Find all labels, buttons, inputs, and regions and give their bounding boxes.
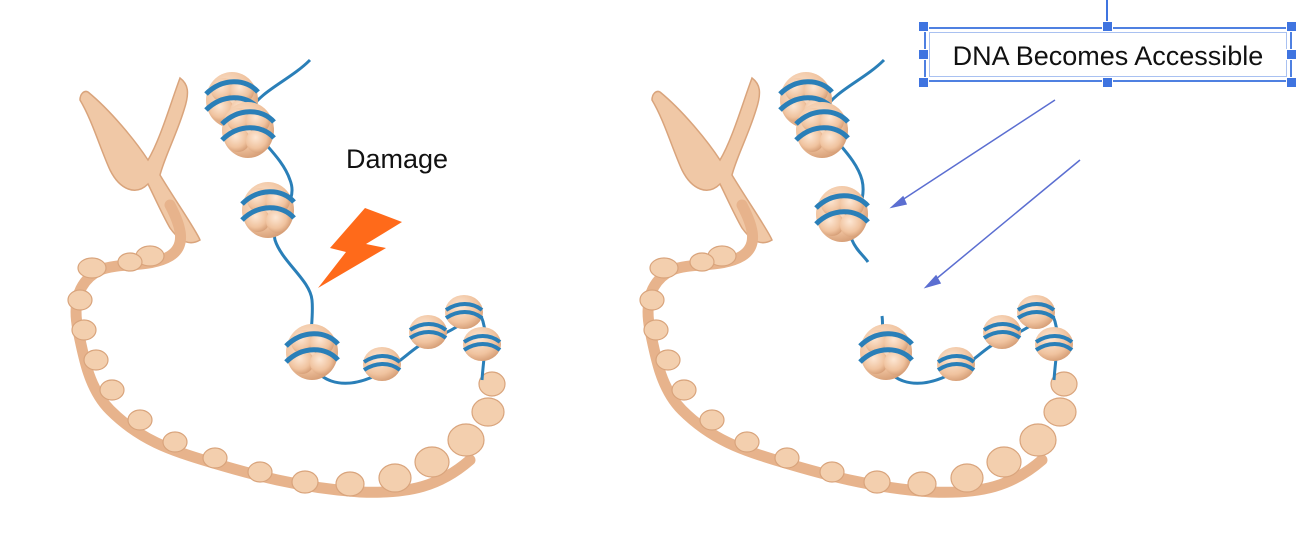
nucleosome	[286, 324, 338, 380]
resize-handle-top[interactable]	[1102, 21, 1113, 32]
rotation-handle-stem[interactable]	[1106, 0, 1108, 25]
nucleosome	[816, 186, 868, 242]
nucleosome	[222, 102, 274, 158]
resize-handle-bottom[interactable]	[1102, 77, 1113, 88]
lightning-bolt-icon	[318, 208, 402, 288]
right-chromatin-panel	[639, 58, 1081, 498]
nucleosome	[242, 182, 294, 238]
nucleosome	[361, 345, 403, 383]
resize-handle-top-left[interactable]	[918, 21, 929, 32]
dna-strand-upper	[821, 58, 886, 263]
chromosome-icon	[651, 76, 773, 244]
nucleosome	[981, 313, 1023, 351]
resize-handle-left[interactable]	[918, 49, 929, 60]
arrow-to-lower-break[interactable]	[923, 159, 1081, 289]
dna-accessible-label[interactable]: DNA Becomes Accessible	[952, 41, 1264, 71]
arrow-to-upper-break[interactable]	[889, 99, 1056, 209]
dna-accessible-textbox[interactable]: DNA Becomes Accessible	[924, 27, 1292, 82]
damage-label: Damage	[346, 144, 449, 174]
resize-handle-right[interactable]	[1286, 49, 1297, 60]
nucleosome	[796, 102, 848, 158]
nucleosome	[443, 293, 485, 331]
resize-handle-bottom-left[interactable]	[918, 77, 929, 88]
nucleosome	[860, 324, 912, 380]
nucleosome	[1033, 325, 1075, 363]
nucleosome	[1015, 293, 1057, 331]
chromatin-fiber	[70, 199, 476, 498]
left-chromatin-panel	[67, 58, 506, 498]
nucleosome	[407, 313, 449, 351]
resize-handle-top-right[interactable]	[1286, 21, 1297, 32]
nucleosome	[935, 345, 977, 383]
chromosome-icon	[79, 76, 201, 244]
nucleosome	[461, 325, 503, 363]
resize-handle-bottom-right[interactable]	[1286, 77, 1297, 88]
chromatin-fiber	[642, 199, 1048, 498]
